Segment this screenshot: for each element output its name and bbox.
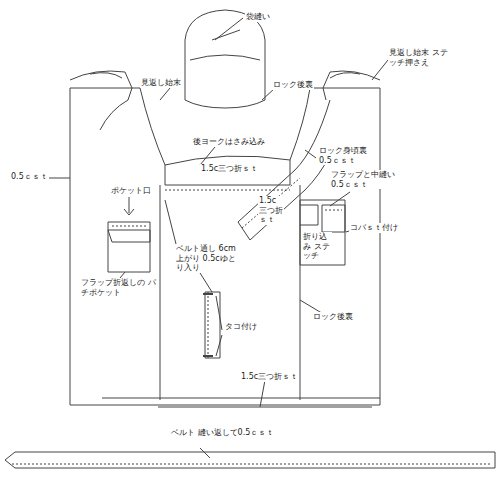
annotation-label: タコ付け xyxy=(224,322,258,332)
annotation-label: ポケット口 xyxy=(110,186,152,196)
annotation-label: フラップと中縫い 0.5ｃｓｔ xyxy=(330,170,410,189)
annotation-label: フラップ折返しの パチポケット xyxy=(80,278,157,297)
annotation-label: 折り込み ステッチ xyxy=(302,232,332,261)
annotation-label: 後ヨークはさみ込み xyxy=(192,137,266,147)
annotation-label: 1.5c三つ折ｓｔ xyxy=(240,372,299,382)
annotation-label: ロック後裏 xyxy=(312,312,354,322)
annotation-label: ベルト通し 6cm上がり 0.5cゆとり入り xyxy=(175,244,243,273)
annotation-label: 0.5ｃｓｔ xyxy=(10,172,49,182)
annotation-label: 袋縫い xyxy=(245,12,271,22)
annotation-label: ロック後裏 xyxy=(272,80,314,90)
annotation-label: コバｓｔ付け xyxy=(349,223,399,233)
annotation-label: 見返し始末 xyxy=(140,78,182,88)
annotation-label: 見返し始末 ステッチ押さえ xyxy=(388,48,450,67)
annotation-label: ロック身頃裏 0.5ｃｓｔ xyxy=(318,146,378,165)
annotation-label: 1.5c 三つ折 ｓｔ xyxy=(258,196,284,225)
annotation-label: ベルト 縫い返して0.5ｃｓｔ xyxy=(170,428,282,438)
annotation-label: 1.5c三つ折ｓｔ xyxy=(200,164,259,174)
